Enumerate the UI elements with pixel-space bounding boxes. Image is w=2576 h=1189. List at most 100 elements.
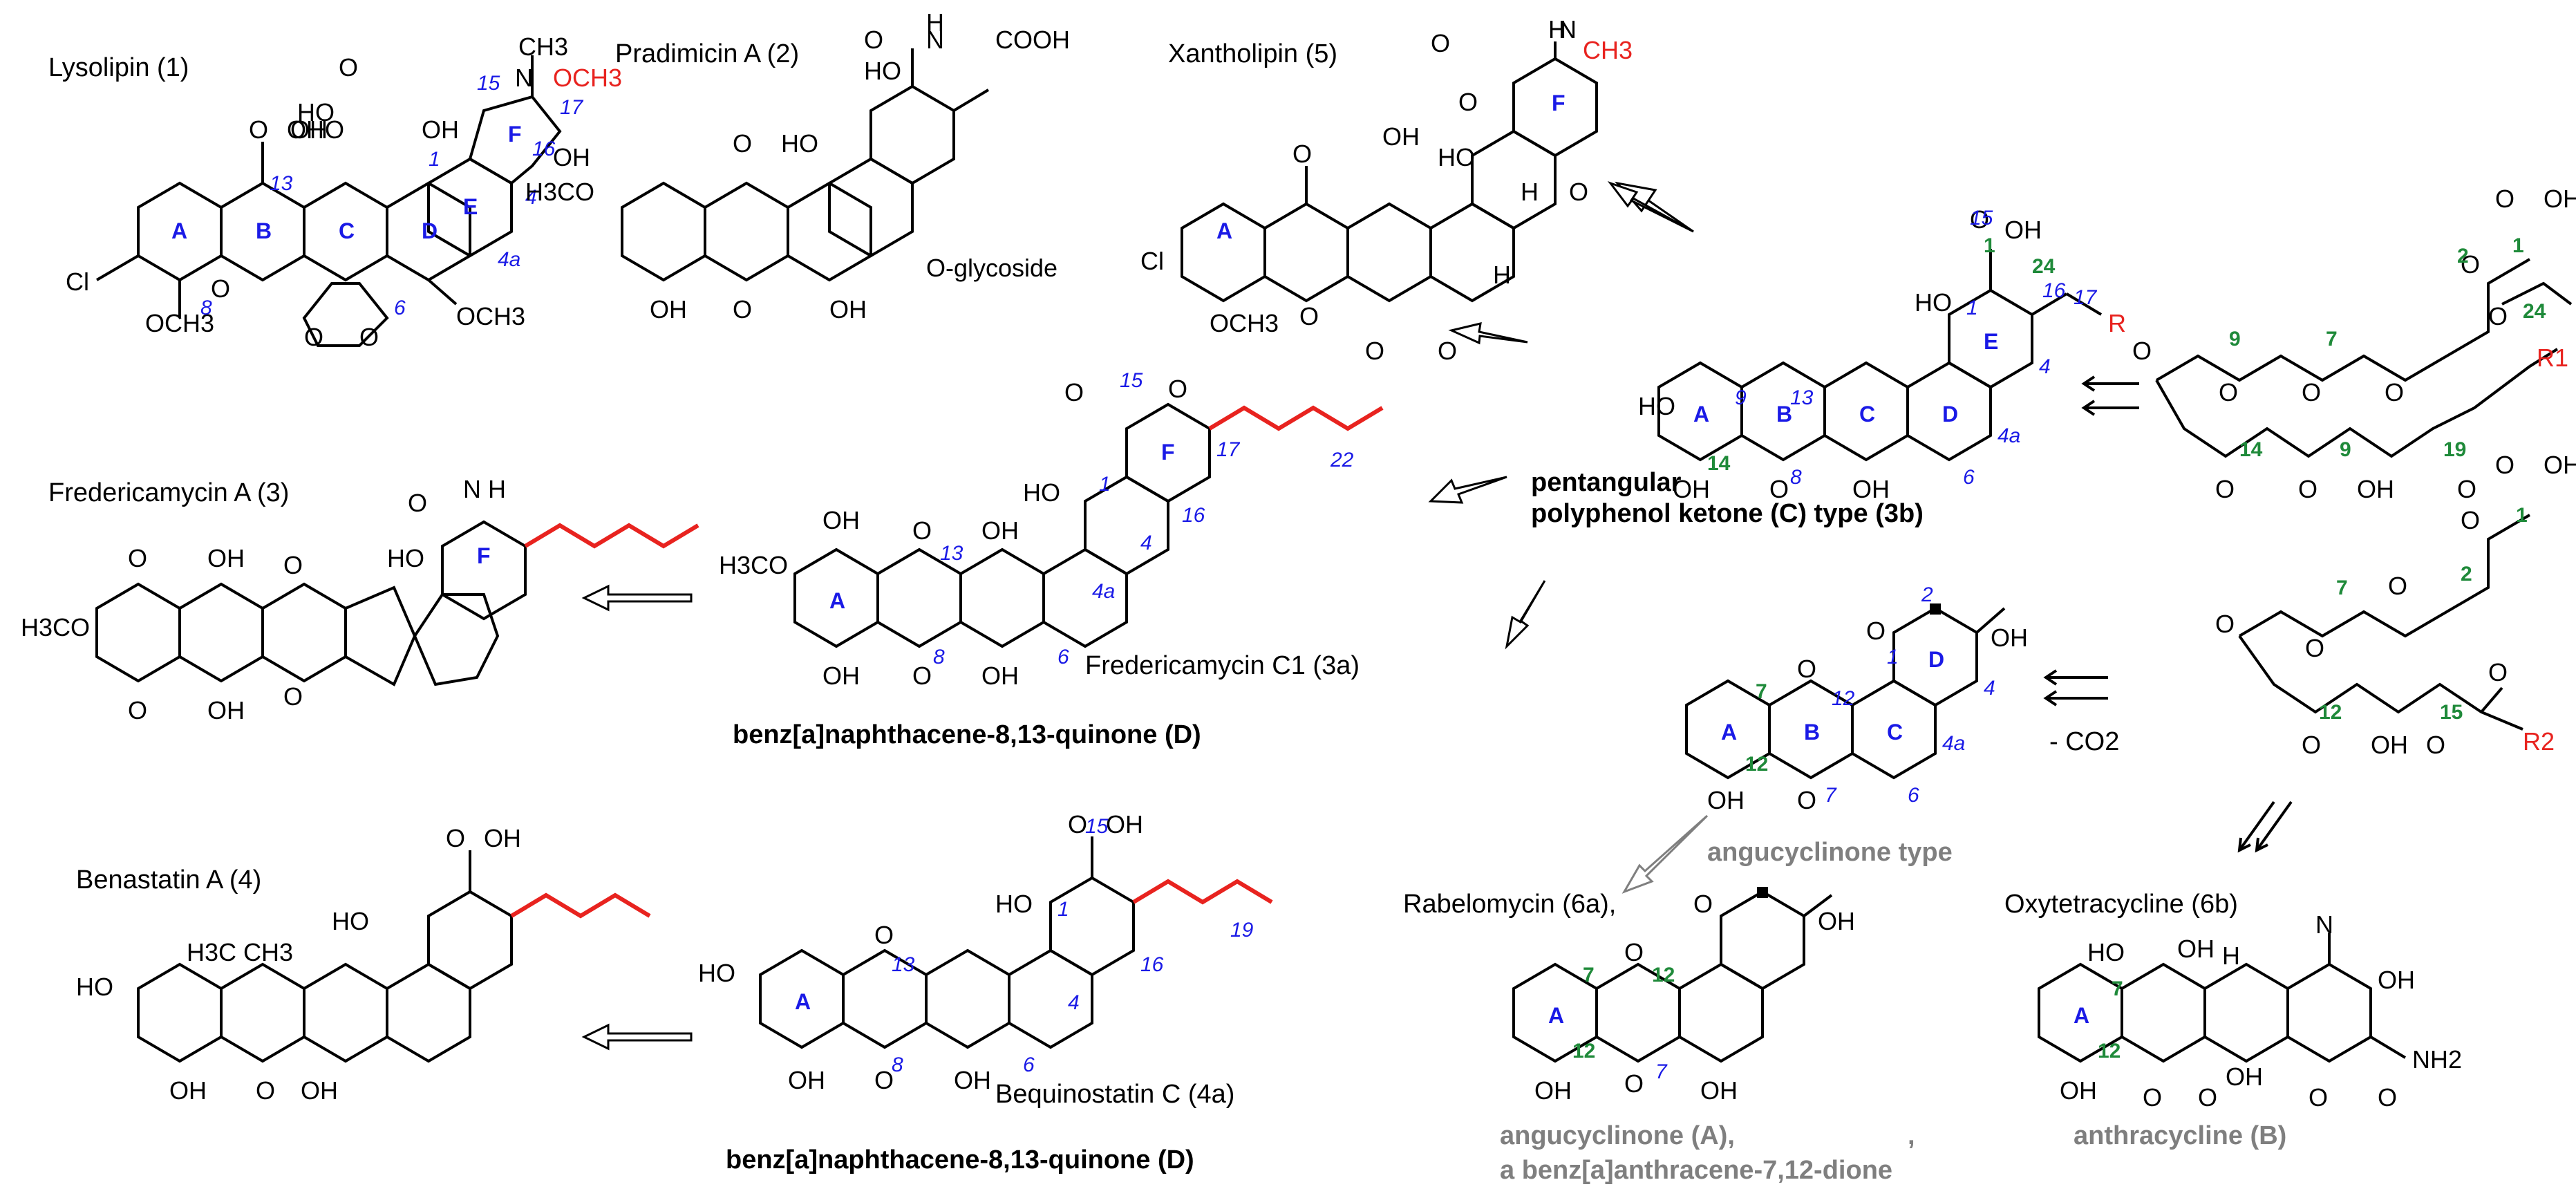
svg-text:12: 12 — [2098, 1040, 2121, 1062]
svg-text:4: 4 — [1984, 677, 1995, 700]
svg-text:CH3: CH3 — [1583, 36, 1633, 64]
svg-text:6: 6 — [1963, 466, 1975, 489]
svg-text:OH: OH — [1818, 907, 1855, 935]
svg-text:O: O — [128, 544, 147, 572]
svg-text:OH: OH — [1991, 624, 2028, 652]
svg-text:Cl: Cl — [66, 268, 89, 296]
svg-text:6: 6 — [394, 297, 406, 319]
svg-text:19: 19 — [1230, 919, 1254, 942]
svg-text:HO: HO — [332, 907, 369, 935]
svg-text:B: B — [1804, 720, 1820, 745]
svg-text:OH: OH — [2378, 966, 2415, 994]
svg-text:HO: HO — [76, 973, 113, 1001]
svg-text:OH: OH — [2004, 216, 2042, 244]
svg-text:O: O — [2488, 658, 2508, 686]
svg-text:1: 1 — [1984, 234, 1995, 257]
svg-text:OH: OH — [981, 662, 1019, 690]
svg-text:O: O — [2426, 731, 2445, 759]
svg-text:15: 15 — [1120, 369, 1143, 392]
class-d-label-top: benz[a]naphthacene-8,13-quinone (D) — [733, 720, 1201, 749]
svg-text:O: O — [2378, 1083, 2397, 1112]
svg-text:A: A — [829, 588, 845, 613]
xantholipin-label: Xantholipin (5) — [1168, 39, 1337, 68]
svg-text:O: O — [2198, 1083, 2217, 1112]
arrow-to-rabelomycin — [1621, 814, 1709, 894]
svg-text:13: 13 — [940, 542, 963, 565]
svg-text:12: 12 — [1572, 1040, 1595, 1062]
svg-text:15: 15 — [477, 72, 500, 95]
svg-text:A: A — [2074, 1003, 2089, 1028]
angucyclinone-type-structure: O OH O O OH A B C D 2 1 4 4a 6 7 12 7 12… — [1685, 583, 2119, 867]
svg-text:H3CO: H3CO — [525, 178, 594, 206]
svg-text:O: O — [1970, 205, 1989, 234]
svg-text:D: D — [1942, 402, 1958, 427]
svg-text:A: A — [1216, 218, 1232, 243]
svg-text:15: 15 — [2440, 701, 2463, 724]
svg-text:OH: OH — [290, 115, 328, 144]
svg-text:8: 8 — [933, 646, 945, 668]
svg-text:HO: HO — [1638, 392, 1675, 420]
svg-text:4a: 4a — [1942, 732, 1965, 755]
svg-text:OH: OH — [2060, 1076, 2097, 1105]
svg-text:F: F — [477, 543, 491, 568]
svg-text:O: O — [2302, 378, 2321, 406]
svg-text:HO: HO — [698, 959, 735, 987]
svg-text:HO: HO — [864, 57, 901, 85]
svg-text:24: 24 — [2523, 300, 2546, 323]
svg-text:OH: OH — [1382, 122, 1420, 151]
svg-text:A: A — [1548, 1003, 1564, 1028]
class-d-label-bottom: benz[a]naphthacene-8,13-quinone (D) — [726, 1145, 1194, 1174]
class-c-label-line1: pentangular — [1531, 468, 1682, 497]
svg-text:OH: OH — [829, 295, 867, 324]
svg-text:O: O — [1168, 375, 1187, 403]
svg-text:14: 14 — [1707, 452, 1731, 475]
svg-text:OH: OH — [1852, 475, 1890, 503]
svg-text:OCH3: OCH3 — [145, 309, 214, 337]
svg-text:15: 15 — [1970, 207, 1993, 230]
svg-text:13: 13 — [1790, 386, 1814, 409]
svg-text:H: H — [1493, 261, 1511, 289]
svg-text:OH: OH — [650, 295, 687, 324]
svg-text:O: O — [2143, 1083, 2162, 1112]
svg-text:OH: OH — [788, 1066, 825, 1094]
svg-text:OH: OH — [1707, 786, 1745, 814]
svg-text:E: E — [463, 194, 478, 219]
svg-text:4: 4 — [1140, 532, 1152, 554]
svg-text:O: O — [2302, 731, 2321, 759]
angucyclinone-type-label: angucyclinone type — [1707, 838, 1953, 867]
svg-text:OH: OH — [2177, 935, 2215, 963]
svg-text:13: 13 — [892, 953, 915, 976]
svg-text:O: O — [1769, 475, 1789, 503]
svg-text:14: 14 — [2239, 438, 2263, 461]
svg-text:O: O — [2215, 610, 2235, 638]
svg-text:7: 7 — [1756, 680, 1767, 703]
pentangular-structure: O OH R HO HO OH O OH A B C D E 15 1 24 1… — [1531, 205, 2126, 528]
svg-text:4a: 4a — [498, 248, 520, 271]
svg-text:OCH3: OCH3 — [1210, 309, 1279, 337]
svg-text:HO: HO — [1023, 478, 1060, 507]
svg-text:17: 17 — [560, 96, 584, 119]
svg-text:1: 1 — [1887, 646, 1899, 668]
svg-text:N H: N H — [463, 475, 506, 503]
svg-text:6: 6 — [1057, 646, 1069, 668]
svg-text:1: 1 — [429, 148, 440, 171]
svg-text:O: O — [408, 489, 427, 517]
benastatin-structure: Benastatin A (4) HO H3C CH3 OH O OH HO O… — [76, 824, 651, 1105]
svg-text:17: 17 — [1216, 438, 1241, 461]
svg-text:A: A — [171, 218, 187, 243]
svg-text:O: O — [1569, 178, 1588, 206]
svg-text:OH: OH — [287, 115, 324, 144]
svg-text:O: O — [2461, 506, 2480, 534]
svg-text:OH: OH — [1673, 475, 1710, 503]
svg-text:E: E — [1984, 329, 1998, 354]
svg-text:8: 8 — [892, 1054, 903, 1076]
svg-text:O: O — [864, 26, 883, 54]
svg-text:16: 16 — [532, 138, 556, 160]
fredericamycin-a-structure: Fredericamycin A (3) H3CO O O OH OH O O … — [21, 475, 699, 724]
svg-text:16: 16 — [1140, 953, 1164, 976]
svg-text:N: N — [1559, 15, 1577, 44]
svg-text:7: 7 — [1583, 964, 1595, 986]
svg-text:4a: 4a — [1092, 580, 1115, 603]
svg-text:O: O — [874, 921, 894, 949]
